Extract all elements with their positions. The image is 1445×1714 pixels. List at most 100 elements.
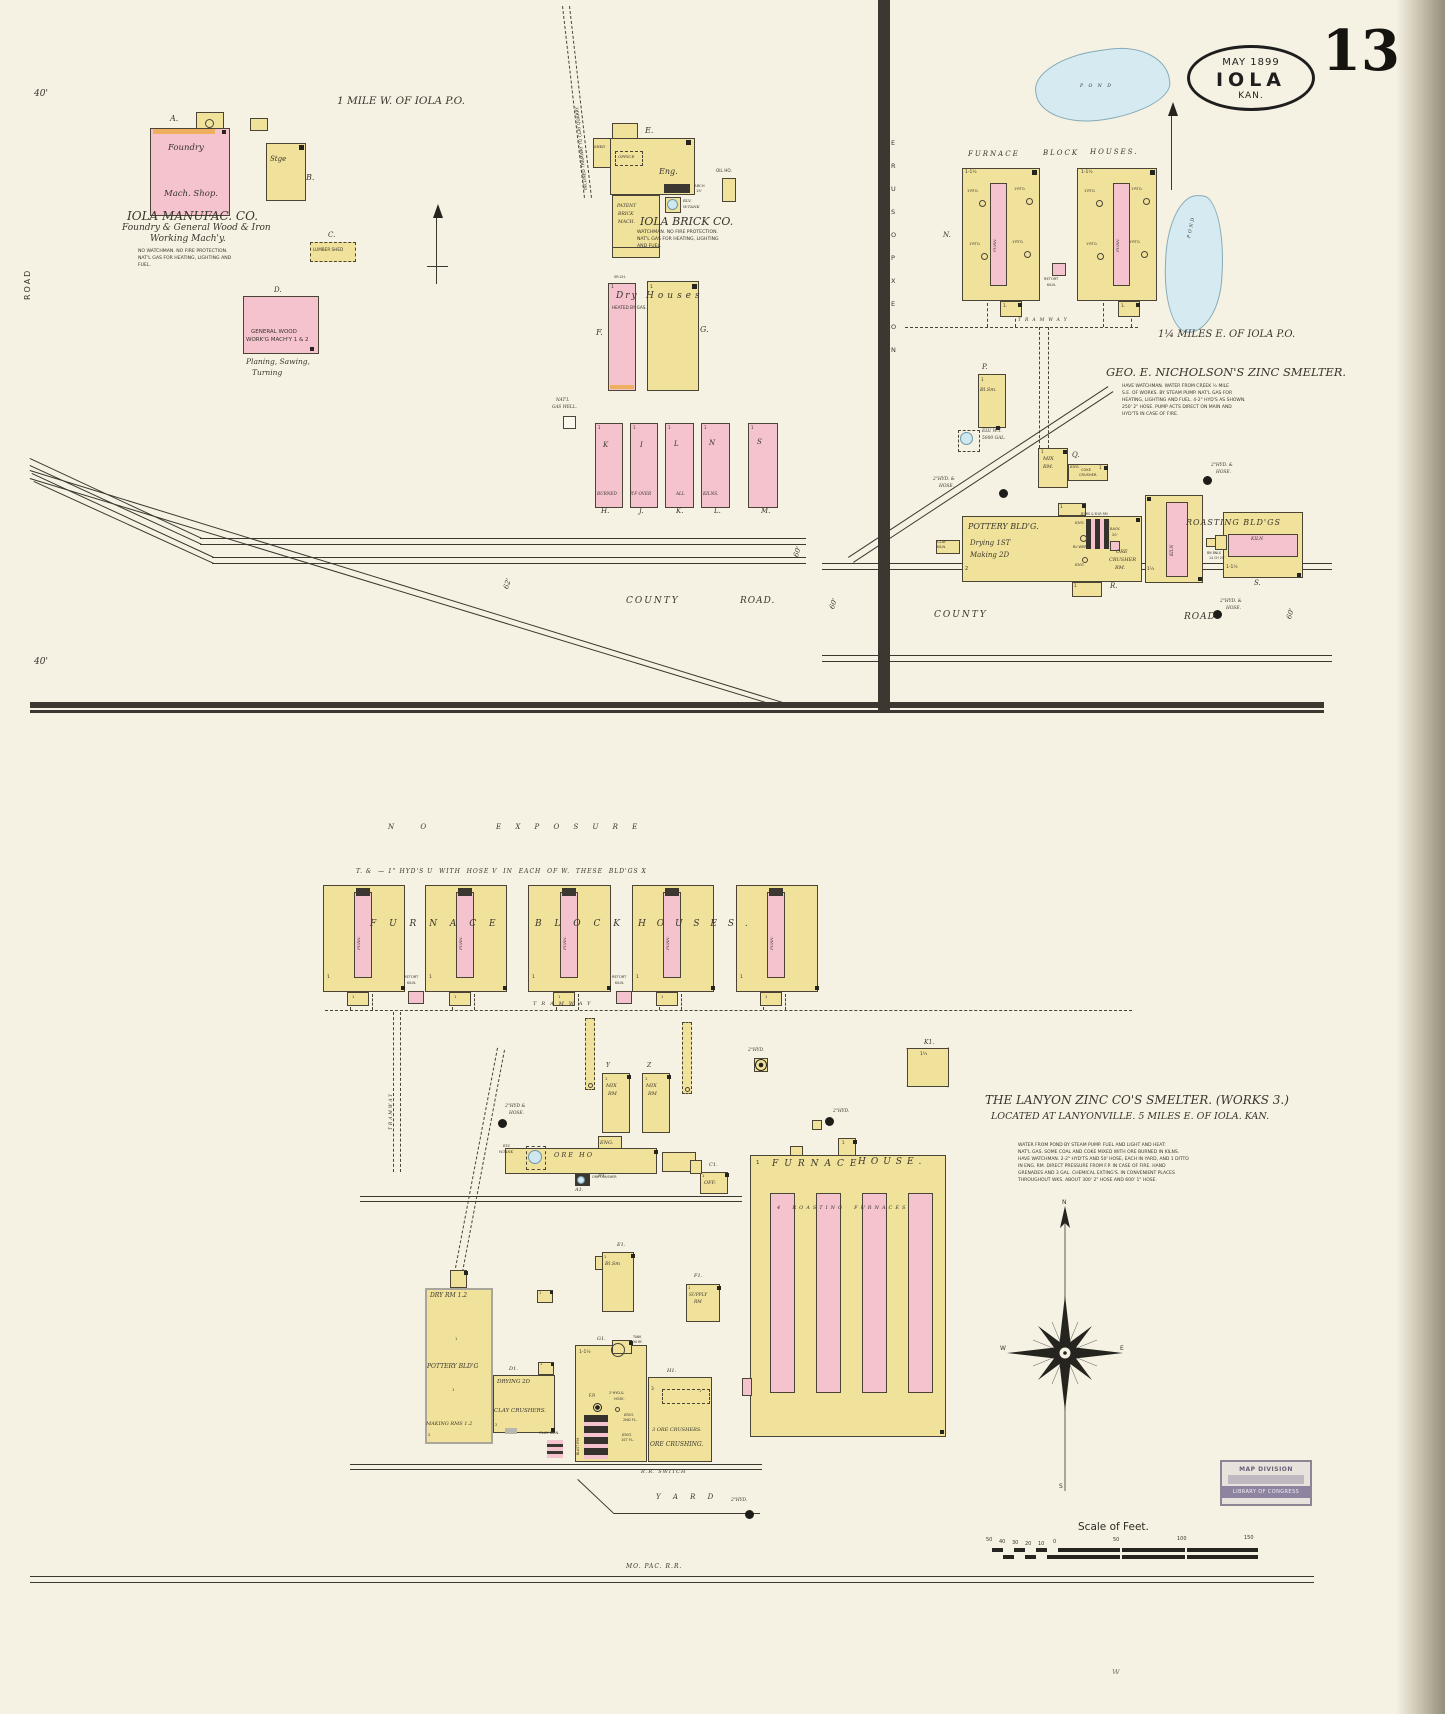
map-label: THE LANYON ZINC CO'S SMELTER. (WORKS 3.) bbox=[985, 1093, 1289, 1107]
map-label: M. bbox=[761, 507, 771, 515]
map-label: ELV. bbox=[503, 1144, 511, 1148]
building bbox=[310, 242, 356, 262]
map-label: HOSE. bbox=[939, 484, 955, 489]
map-label: IOLA BRICK CO. bbox=[640, 215, 734, 228]
stamp-smudge bbox=[1228, 1475, 1304, 1484]
map-label: FURN. bbox=[769, 936, 774, 950]
building bbox=[30, 710, 1324, 713]
map-marker-o bbox=[1097, 253, 1104, 260]
map-marker-o bbox=[1096, 200, 1103, 207]
dashed-line bbox=[1039, 327, 1040, 448]
map-label: LUMBER SHED bbox=[313, 247, 344, 252]
map-marker-b bbox=[528, 1150, 542, 1164]
map-label: MIX bbox=[646, 1083, 657, 1089]
map-label: 2"HYD & bbox=[505, 1104, 526, 1109]
building bbox=[790, 1146, 803, 1156]
map-label: 2"HYD. & bbox=[1220, 599, 1242, 604]
map-label: AND FUEL. bbox=[637, 244, 662, 249]
map-label: 1 bbox=[611, 285, 614, 290]
map-marker-s bbox=[1032, 170, 1037, 175]
map-marker-s bbox=[222, 130, 226, 134]
map-marker-s bbox=[607, 986, 611, 990]
dashed-line bbox=[1048, 327, 1049, 448]
building bbox=[458, 888, 472, 896]
map-label: RM bbox=[648, 1091, 657, 1097]
map-marker-s bbox=[853, 1140, 857, 1144]
map-label: FURNACE bbox=[772, 1159, 863, 1169]
map-label: w bbox=[1112, 1667, 1120, 1677]
map-label: 1. bbox=[1121, 303, 1125, 308]
map-label: ENG. bbox=[1075, 563, 1085, 567]
building bbox=[608, 283, 636, 391]
map-date: MAY 1899 bbox=[1222, 57, 1280, 68]
map-label: K bbox=[603, 441, 609, 449]
map-label: TANK bbox=[633, 1335, 642, 1339]
map-marker-s bbox=[725, 1173, 729, 1177]
building bbox=[663, 892, 681, 978]
map-label: ELV. W.T. bbox=[982, 429, 1002, 434]
map-label: ROAD. bbox=[1184, 612, 1220, 622]
building bbox=[425, 1288, 493, 1444]
map-label: 1 bbox=[650, 285, 653, 290]
map-label: OIL HO. bbox=[716, 168, 732, 173]
map-label: HEATED BY GAS. bbox=[612, 305, 647, 310]
map-label: ENG. bbox=[622, 1432, 633, 1437]
map-marker-o bbox=[1024, 251, 1031, 258]
map-label: B L O C K bbox=[535, 919, 626, 929]
map-label: K. bbox=[676, 507, 684, 515]
map-label: COUNTY bbox=[626, 596, 680, 606]
building bbox=[665, 423, 694, 508]
map-label: KILN. bbox=[1047, 283, 1057, 287]
building bbox=[630, 423, 658, 508]
map-label: Drying 1ST bbox=[970, 539, 1011, 547]
dashed-line bbox=[325, 1010, 1132, 1011]
map-label: G1. bbox=[597, 1336, 606, 1342]
map-label: GAS WELL. bbox=[552, 404, 577, 409]
building bbox=[1000, 301, 1022, 317]
map-label: 1¼ MILES E. OF IOLA P.O. bbox=[1158, 329, 1296, 340]
map-city: IOLA bbox=[1215, 69, 1287, 91]
map-label: LOCATED AT LANYONVILLE. 5 MILES E. OF IO… bbox=[991, 1111, 1270, 1122]
map-label: CRUSHER bbox=[1109, 557, 1137, 563]
map-marker-s bbox=[940, 1430, 944, 1434]
building bbox=[616, 991, 632, 1004]
map-label: B'LRS & B'LR RM bbox=[1081, 512, 1108, 516]
map-label: 40 bbox=[999, 1539, 1006, 1545]
building bbox=[682, 1022, 692, 1094]
map-label: RETORT bbox=[404, 975, 419, 979]
compass-north-arrow bbox=[1060, 1206, 1070, 1228]
building bbox=[769, 888, 783, 896]
map-label: CRUSHER. bbox=[1079, 473, 1098, 477]
building bbox=[767, 892, 785, 978]
map-label: D. bbox=[274, 286, 282, 294]
map-label: 1 bbox=[661, 994, 664, 999]
map-label: F1. bbox=[694, 1273, 703, 1279]
scale-bar bbox=[992, 1547, 1258, 1562]
map-label: 2"HYD.& bbox=[609, 1391, 624, 1395]
map-label: KILN bbox=[1169, 544, 1174, 556]
building bbox=[1058, 503, 1086, 516]
map-label: Q. bbox=[1072, 451, 1080, 459]
map-label: N O bbox=[388, 823, 439, 831]
building bbox=[1228, 534, 1298, 557]
map-marker-s bbox=[667, 1075, 671, 1079]
map-label: 1 bbox=[455, 1336, 458, 1341]
building bbox=[1110, 541, 1120, 551]
building bbox=[907, 1048, 949, 1087]
map-marker-b bbox=[960, 432, 973, 445]
building bbox=[838, 1138, 856, 1156]
map-marker-s bbox=[1136, 303, 1140, 307]
title-oval-stamp: MAY 1899 IOLA KAN. bbox=[1187, 45, 1315, 111]
building bbox=[610, 385, 634, 389]
dashed-line bbox=[905, 327, 1138, 328]
map-marker-s bbox=[815, 986, 819, 990]
building bbox=[1215, 535, 1227, 550]
paper-edge-shadow bbox=[1396, 0, 1445, 1714]
map-label: IN ENG. RM. DIRECT PRESSURE FROM F.P. IN… bbox=[1018, 1164, 1166, 1169]
map-label: BRICK bbox=[618, 212, 634, 217]
building bbox=[1166, 502, 1188, 577]
map-label: S.E. OF WORKS. BY STEAM PUMP. NAT'L GAS … bbox=[1122, 391, 1233, 396]
scale-bar-gap-50 bbox=[1120, 1547, 1122, 1562]
map-label: ALL bbox=[676, 491, 685, 496]
map-label: HOSE. bbox=[509, 1111, 525, 1116]
